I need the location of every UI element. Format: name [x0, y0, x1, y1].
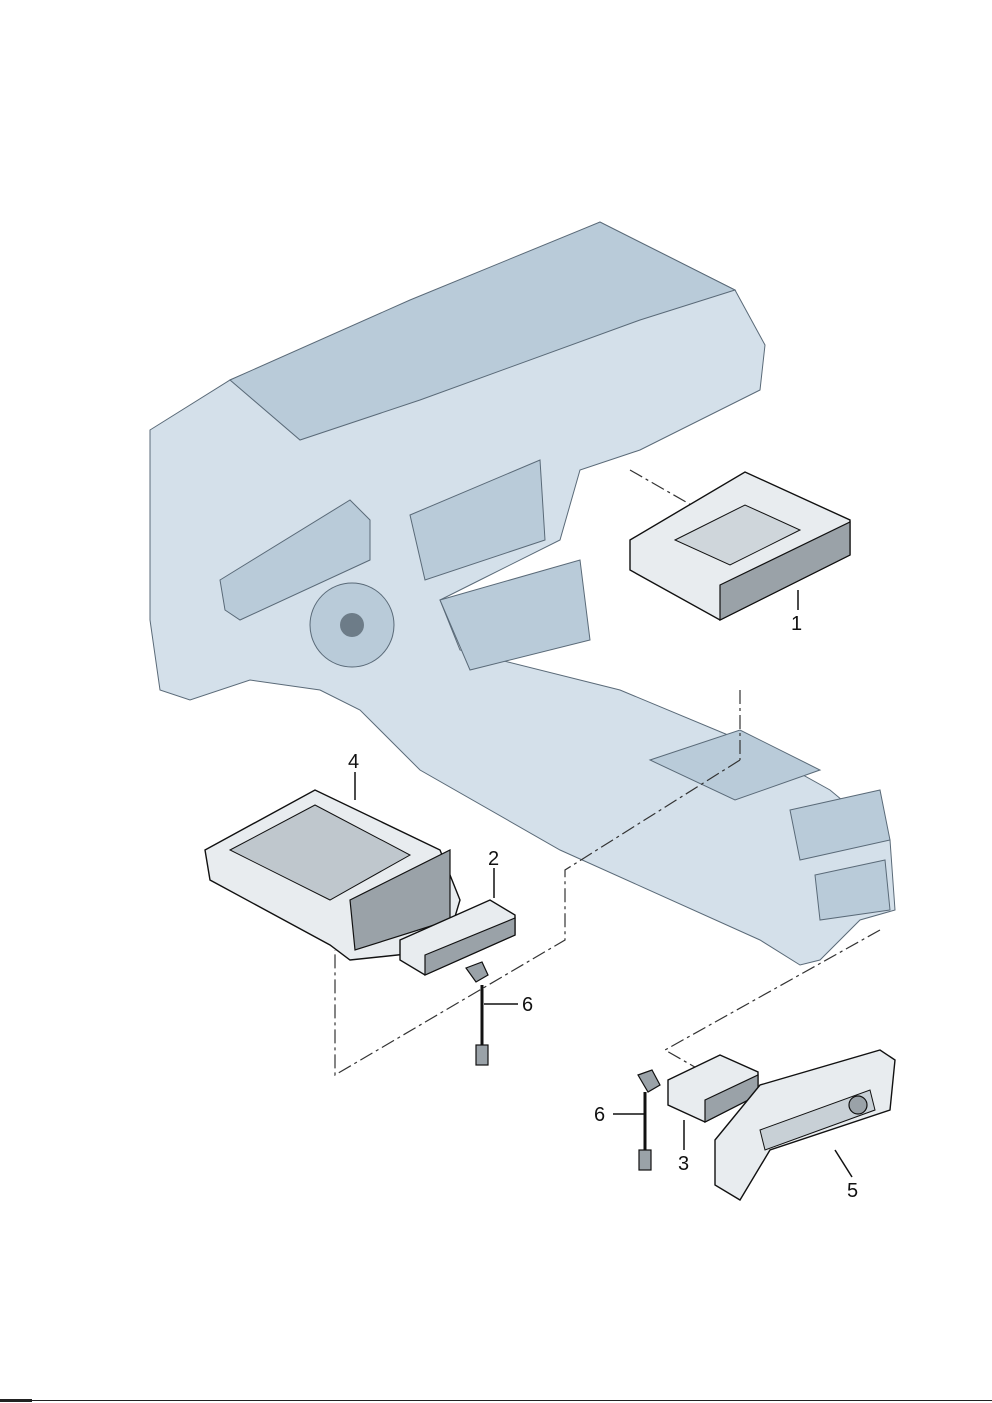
label-4: 4 — [348, 751, 359, 773]
label-5: 5 — [847, 1180, 858, 1202]
part-3-module — [667, 1054, 759, 1123]
armrest — [648, 729, 822, 801]
label-6-upper: 6 — [522, 994, 533, 1016]
reference-lines — [334, 469, 881, 1077]
part-1-head-unit — [629, 471, 851, 621]
footer-rule — [0, 1400, 992, 1401]
part-6-cable-upper — [465, 961, 489, 1066]
part-5-trim-panel — [714, 1049, 896, 1201]
label-3: 3 — [678, 1153, 689, 1175]
part-2-control-module — [399, 899, 516, 976]
label-1: 1 — [791, 613, 802, 635]
center-display — [409, 459, 546, 581]
label-2: 2 — [488, 848, 499, 870]
part-4-storage-tray — [204, 789, 461, 961]
rear-vents — [789, 789, 891, 861]
part-6-cable-lower — [637, 1069, 661, 1171]
climate-display — [439, 559, 591, 671]
label-6-lower: 6 — [594, 1104, 605, 1126]
instrument-cluster — [219, 499, 371, 621]
footer-rule-accent — [0, 1399, 32, 1402]
